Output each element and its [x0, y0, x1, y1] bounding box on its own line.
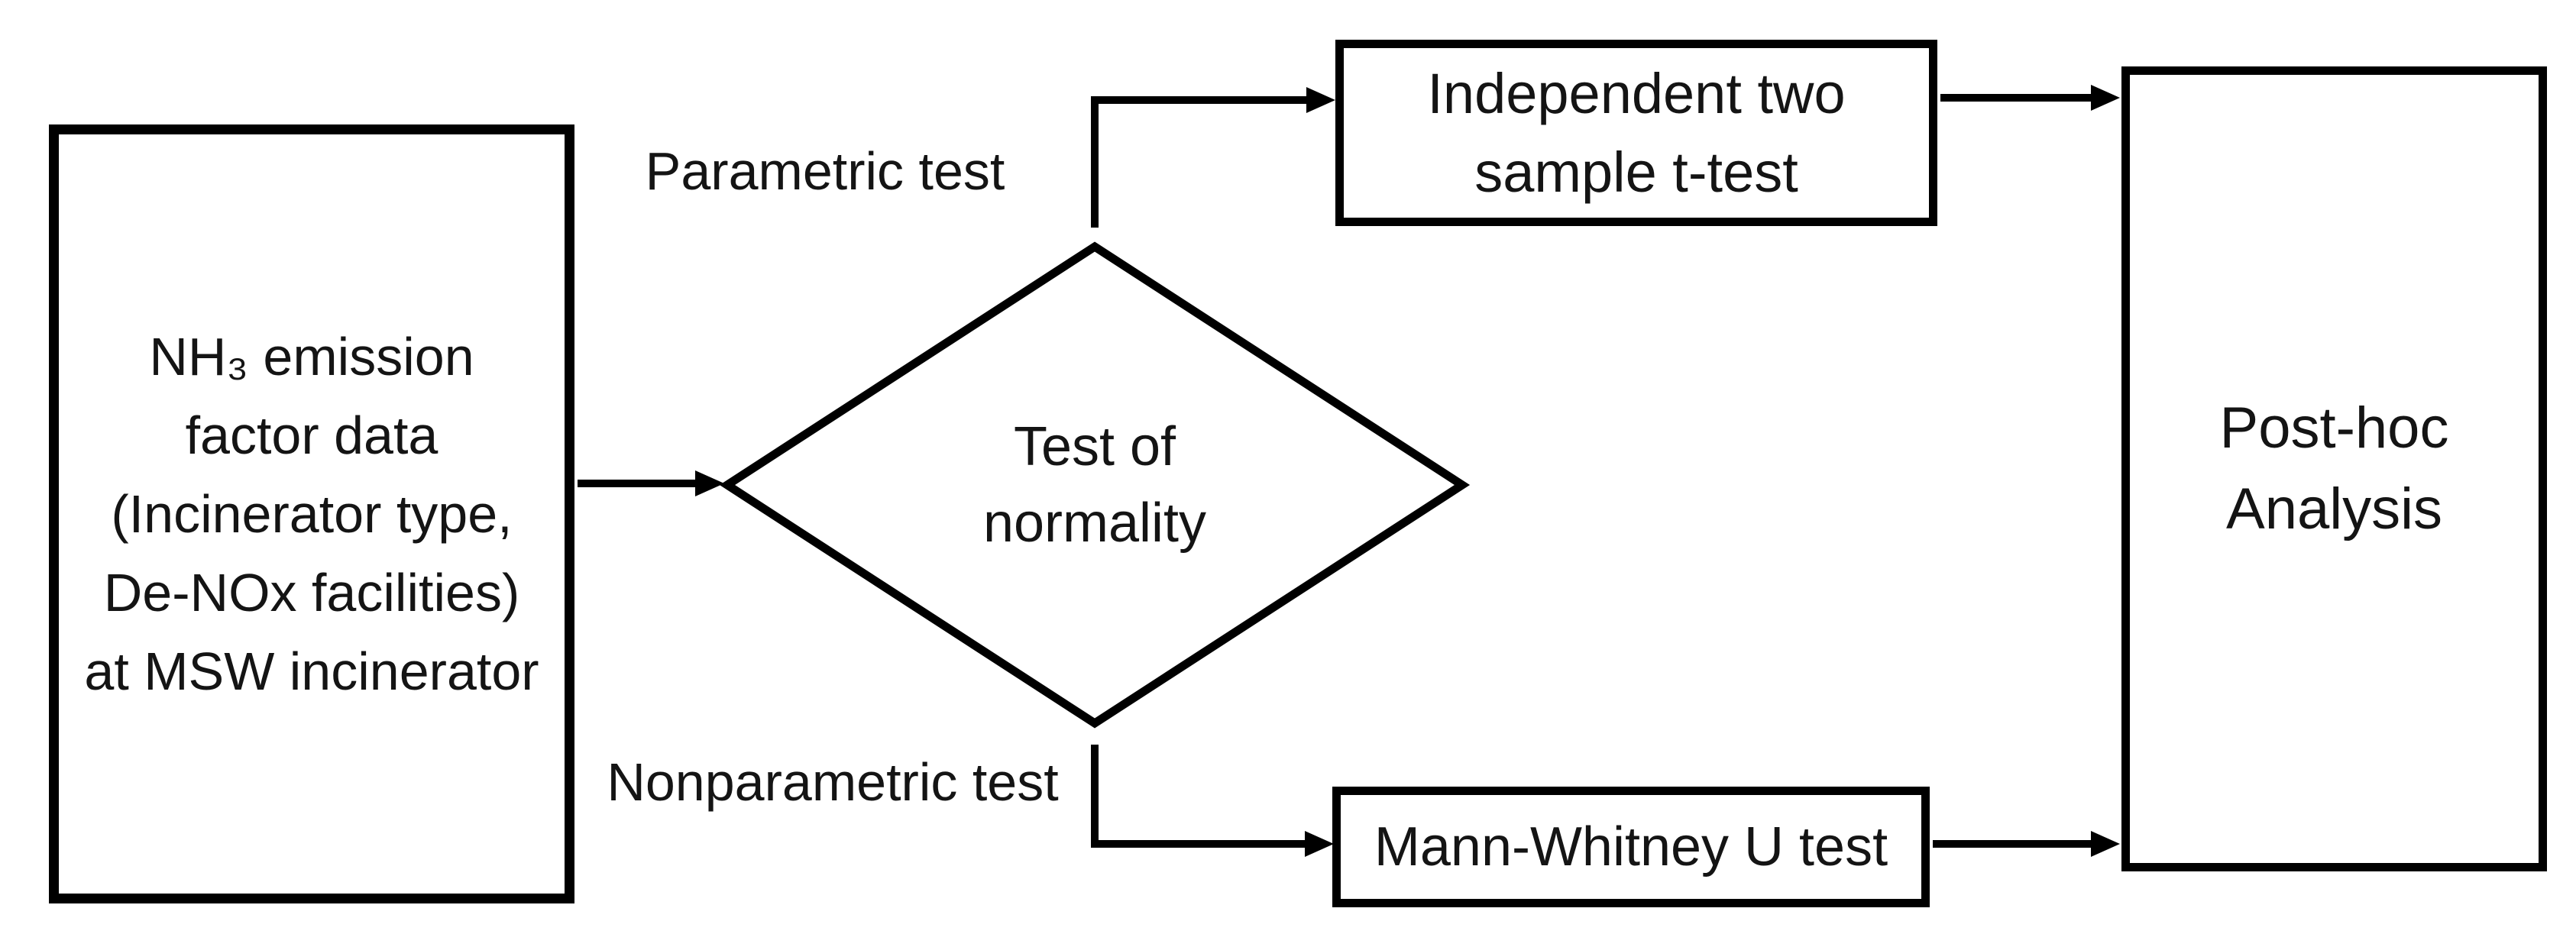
node-mann-whitney-u-test-line: Mann-Whitney U test — [1374, 816, 1888, 878]
edge-ttest-to-posthoc-arrowhead-icon — [2091, 85, 2120, 111]
node-source-data-line: NH₃ emission — [149, 326, 474, 386]
node-test-of-normality-line: normality — [982, 493, 1207, 554]
node-source-data: NH₃ emission factor data (Incinerator ty… — [49, 124, 574, 903]
node-independent-two-sample-t-test-line: Independent two — [1427, 62, 1846, 125]
node-independent-two-sample-t-test-line: sample t-test — [1474, 141, 1798, 204]
edge-normality-to-mannwhitney-line — [1091, 745, 1308, 848]
node-post-hoc-analysis-line: Post-hoc — [2219, 396, 2449, 461]
node-source-data-line: at MSW incinerator — [84, 641, 539, 701]
edge-label-parametric-test: Parametric test — [596, 131, 1054, 211]
decision-diamond-shape — [719, 241, 1471, 729]
edge-label-nonparametric-test: Nonparametric test — [596, 742, 1070, 822]
node-mann-whitney-u-test: Mann-Whitney U test — [1332, 787, 1930, 907]
edge-label-nonparametric-test-text: Nonparametric test — [607, 752, 1059, 812]
node-test-of-normality: Test of normality — [866, 401, 1324, 569]
node-test-of-normality-line: Test of — [1013, 416, 1176, 477]
edge-normality-to-ttest-line — [1091, 96, 1309, 228]
node-post-hoc-analysis: Post-hoc Analysis — [2121, 66, 2547, 871]
edge-label-parametric-test-text: Parametric test — [645, 141, 1005, 201]
edge-mannwhitney-to-posthoc-arrowhead-icon — [2091, 831, 2120, 857]
edge-normality-to-ttest-arrowhead-icon — [1306, 87, 1335, 113]
node-post-hoc-analysis-line: Analysis — [2226, 477, 2442, 541]
node-source-data-line: De-NOx facilities) — [103, 562, 520, 622]
node-source-data-line: (Incinerator type, — [111, 483, 513, 544]
edge-normality-to-mannwhitney-arrowhead-icon — [1305, 831, 1334, 857]
node-source-data-line: factor data — [185, 405, 439, 465]
node-independent-two-sample-t-test: Independent two sample t-test — [1335, 40, 1937, 226]
edge-source-to-normality-arrowhead-icon — [695, 470, 724, 496]
